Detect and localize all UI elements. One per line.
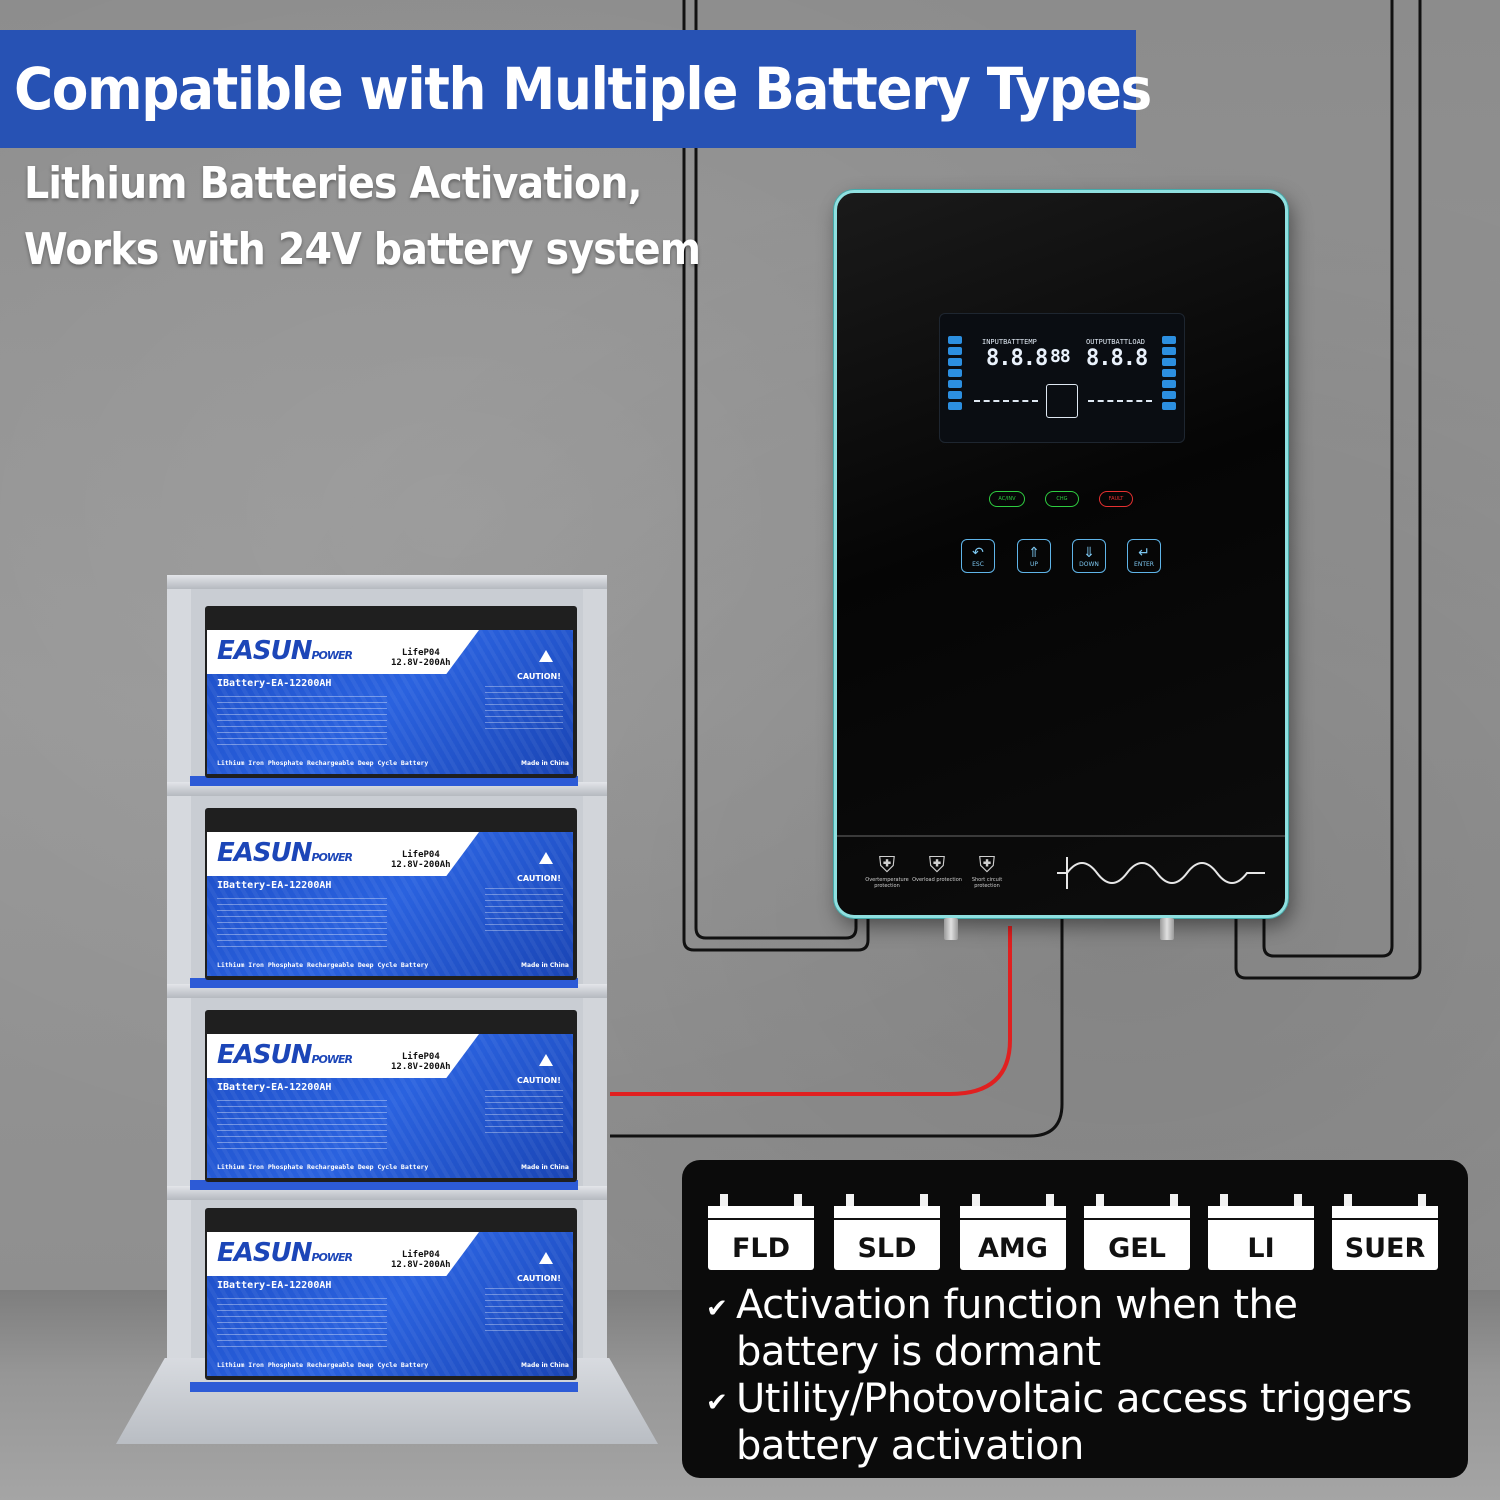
subtitle-line-2: Works with 24V battery system <box>24 224 701 275</box>
cable-terminal-left <box>944 918 958 940</box>
battery-base <box>190 978 578 988</box>
short-circuit-protection: ⛨ Short circuit protection <box>959 852 1015 890</box>
warning-triangle-icon <box>539 852 553 864</box>
warning-triangle-icon <box>539 650 553 662</box>
led-chg: CHG <box>1045 491 1079 507</box>
lcd-right-level-bars <box>1162 336 1176 413</box>
battery-type-sld: SLD <box>834 1194 940 1270</box>
battery-type-fld: FLD <box>708 1194 814 1270</box>
checkmark-icon: ✔ <box>706 1388 728 1418</box>
enter-button[interactable]: ↵ ENTER <box>1127 539 1161 573</box>
led-ac-inv: AC/INV <box>989 491 1025 507</box>
easun-logo: EASUNPOWER <box>217 636 353 666</box>
spec-table <box>217 898 387 950</box>
warning-triangle-icon <box>539 1054 553 1066</box>
spec-table <box>217 696 387 748</box>
subtitle-line-1: Lithium Batteries Activation, <box>24 158 643 209</box>
feature-dormant-activation: ✔ Activation function when the battery i… <box>706 1282 1298 1375</box>
back-arrow-icon: ↶ <box>972 543 984 560</box>
enter-arrow-icon: ↵ <box>1138 543 1150 560</box>
caution-text <box>485 686 563 734</box>
checkmark-icon: ✔ <box>706 1294 728 1324</box>
sine-wave-icon <box>1057 857 1265 889</box>
inverter-unit: INPUTBATTTEMP OUTPUTBATTLOAD 8.8.8 88 8.… <box>834 190 1288 918</box>
battery-base <box>190 776 578 786</box>
lcd-right-digits: 8.8.8 <box>1086 346 1148 371</box>
lcd-left-digits: 8.8.8 <box>986 346 1048 371</box>
lcd-flow-right <box>1088 400 1152 402</box>
caution-text <box>485 1090 563 1138</box>
battery-base <box>190 1382 578 1392</box>
rack-shelf <box>167 575 607 589</box>
battery-type-gel: GEL <box>1084 1194 1190 1270</box>
thermometer-shield-icon: ⛨ <box>878 852 896 877</box>
spec-table <box>217 1100 387 1152</box>
overtemperature-protection: ⛨ Overtemperature protection <box>859 852 915 890</box>
down-arrow-icon: ⇓ <box>1083 543 1095 560</box>
battery-type-li: LI <box>1208 1194 1314 1270</box>
lcd-display: INPUTBATTTEMP OUTPUTBATTLOAD 8.8.8 88 8.… <box>939 313 1185 443</box>
page-title: Compatible with Multiple Battery Types <box>14 55 1152 123</box>
down-button[interactable]: ⇓ DOWN <box>1072 539 1106 573</box>
easun-logo: EASUNPOWER <box>217 838 353 868</box>
lcd-center-digits: 88 <box>1050 346 1071 367</box>
battery-base <box>190 1180 578 1190</box>
battery-type-amg: AMG <box>960 1194 1066 1270</box>
warning-triangle-icon <box>539 1252 553 1264</box>
led-fault: FAULT <box>1099 491 1133 507</box>
bolt-shield-icon: ⛨ <box>978 852 996 877</box>
esc-button[interactable]: ↶ ESC <box>961 539 995 573</box>
lcd-flow-left <box>974 400 1038 402</box>
lcd-right-label: OUTPUTBATTLOAD <box>1086 338 1146 346</box>
up-button[interactable]: ⇑ UP <box>1017 539 1051 573</box>
caution-text <box>485 888 563 936</box>
gauge-shield-icon: ⛨ <box>928 852 946 877</box>
inverter-status-icon <box>1046 384 1078 418</box>
up-arrow-icon: ⇑ <box>1028 543 1040 560</box>
easun-logo: EASUNPOWER <box>217 1238 353 1268</box>
inverter-divider <box>837 835 1285 837</box>
easun-logo: EASUNPOWER <box>217 1040 353 1070</box>
cable-terminal-right <box>1160 918 1174 940</box>
spec-table <box>217 1298 387 1350</box>
features-panel: FLD SLD AMG GEL LI SUER ✔ Activation fun… <box>682 1160 1468 1478</box>
battery-type-suer: SUER <box>1332 1194 1438 1270</box>
caution-text <box>485 1288 563 1336</box>
header-banner: Compatible with Multiple Battery Types <box>0 30 1152 148</box>
lcd-left-label: INPUTBATTTEMP <box>982 338 1037 346</box>
feature-utility-pv-activation: ✔ Utility/Photovoltaic access triggers b… <box>706 1376 1412 1469</box>
lcd-left-level-bars <box>948 336 962 413</box>
overload-protection: ⛨ Overload protection <box>909 852 965 884</box>
